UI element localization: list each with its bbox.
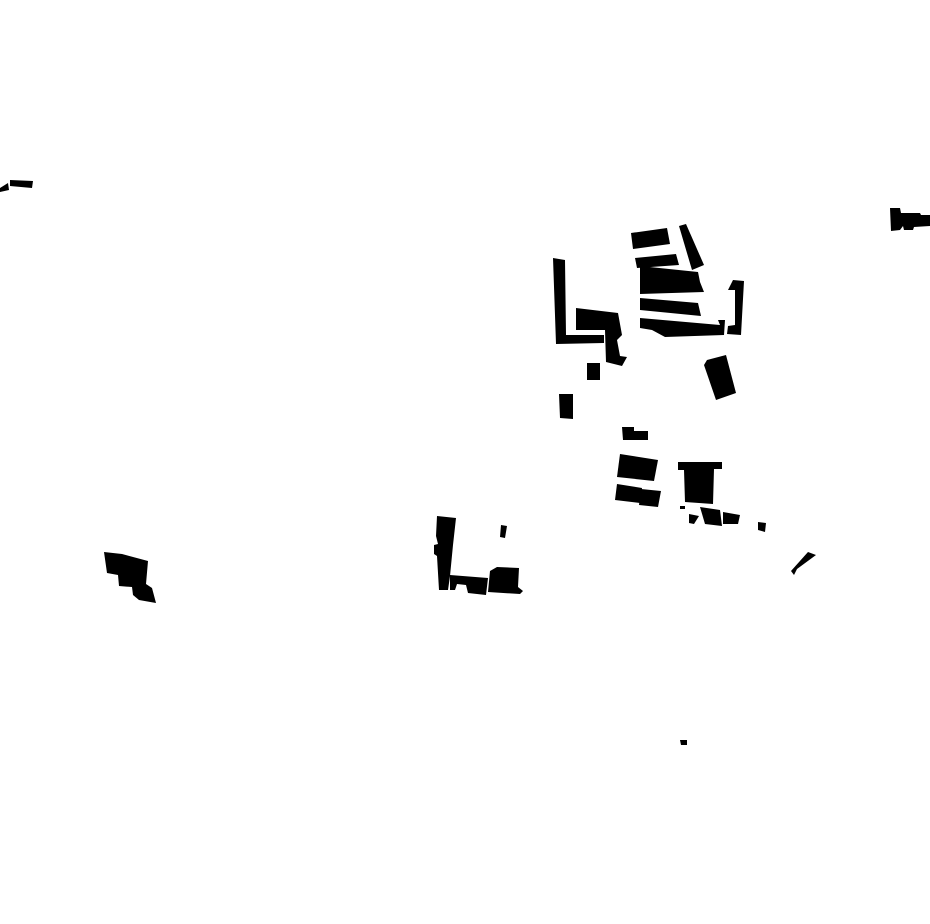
building xyxy=(631,228,670,249)
building xyxy=(635,254,679,268)
building xyxy=(450,575,488,595)
building xyxy=(0,183,9,192)
building xyxy=(488,567,523,594)
building xyxy=(689,514,699,524)
building xyxy=(434,516,456,590)
building xyxy=(640,318,725,337)
building xyxy=(640,298,701,316)
building xyxy=(553,258,604,344)
building xyxy=(890,208,930,231)
building xyxy=(758,522,766,532)
building xyxy=(640,266,704,294)
building xyxy=(559,394,573,419)
building xyxy=(617,454,658,481)
building xyxy=(639,489,661,507)
buildings-layer xyxy=(0,180,930,745)
building xyxy=(500,525,507,538)
building xyxy=(791,552,816,575)
building xyxy=(587,363,600,380)
building xyxy=(576,308,627,366)
building xyxy=(678,462,722,504)
building xyxy=(727,280,744,335)
building xyxy=(723,512,740,524)
building xyxy=(680,740,687,745)
building xyxy=(700,507,722,526)
building xyxy=(622,427,648,440)
building xyxy=(704,355,736,400)
building xyxy=(104,552,156,603)
building xyxy=(615,484,642,503)
building xyxy=(679,224,704,270)
building xyxy=(680,506,685,509)
building xyxy=(10,180,33,188)
